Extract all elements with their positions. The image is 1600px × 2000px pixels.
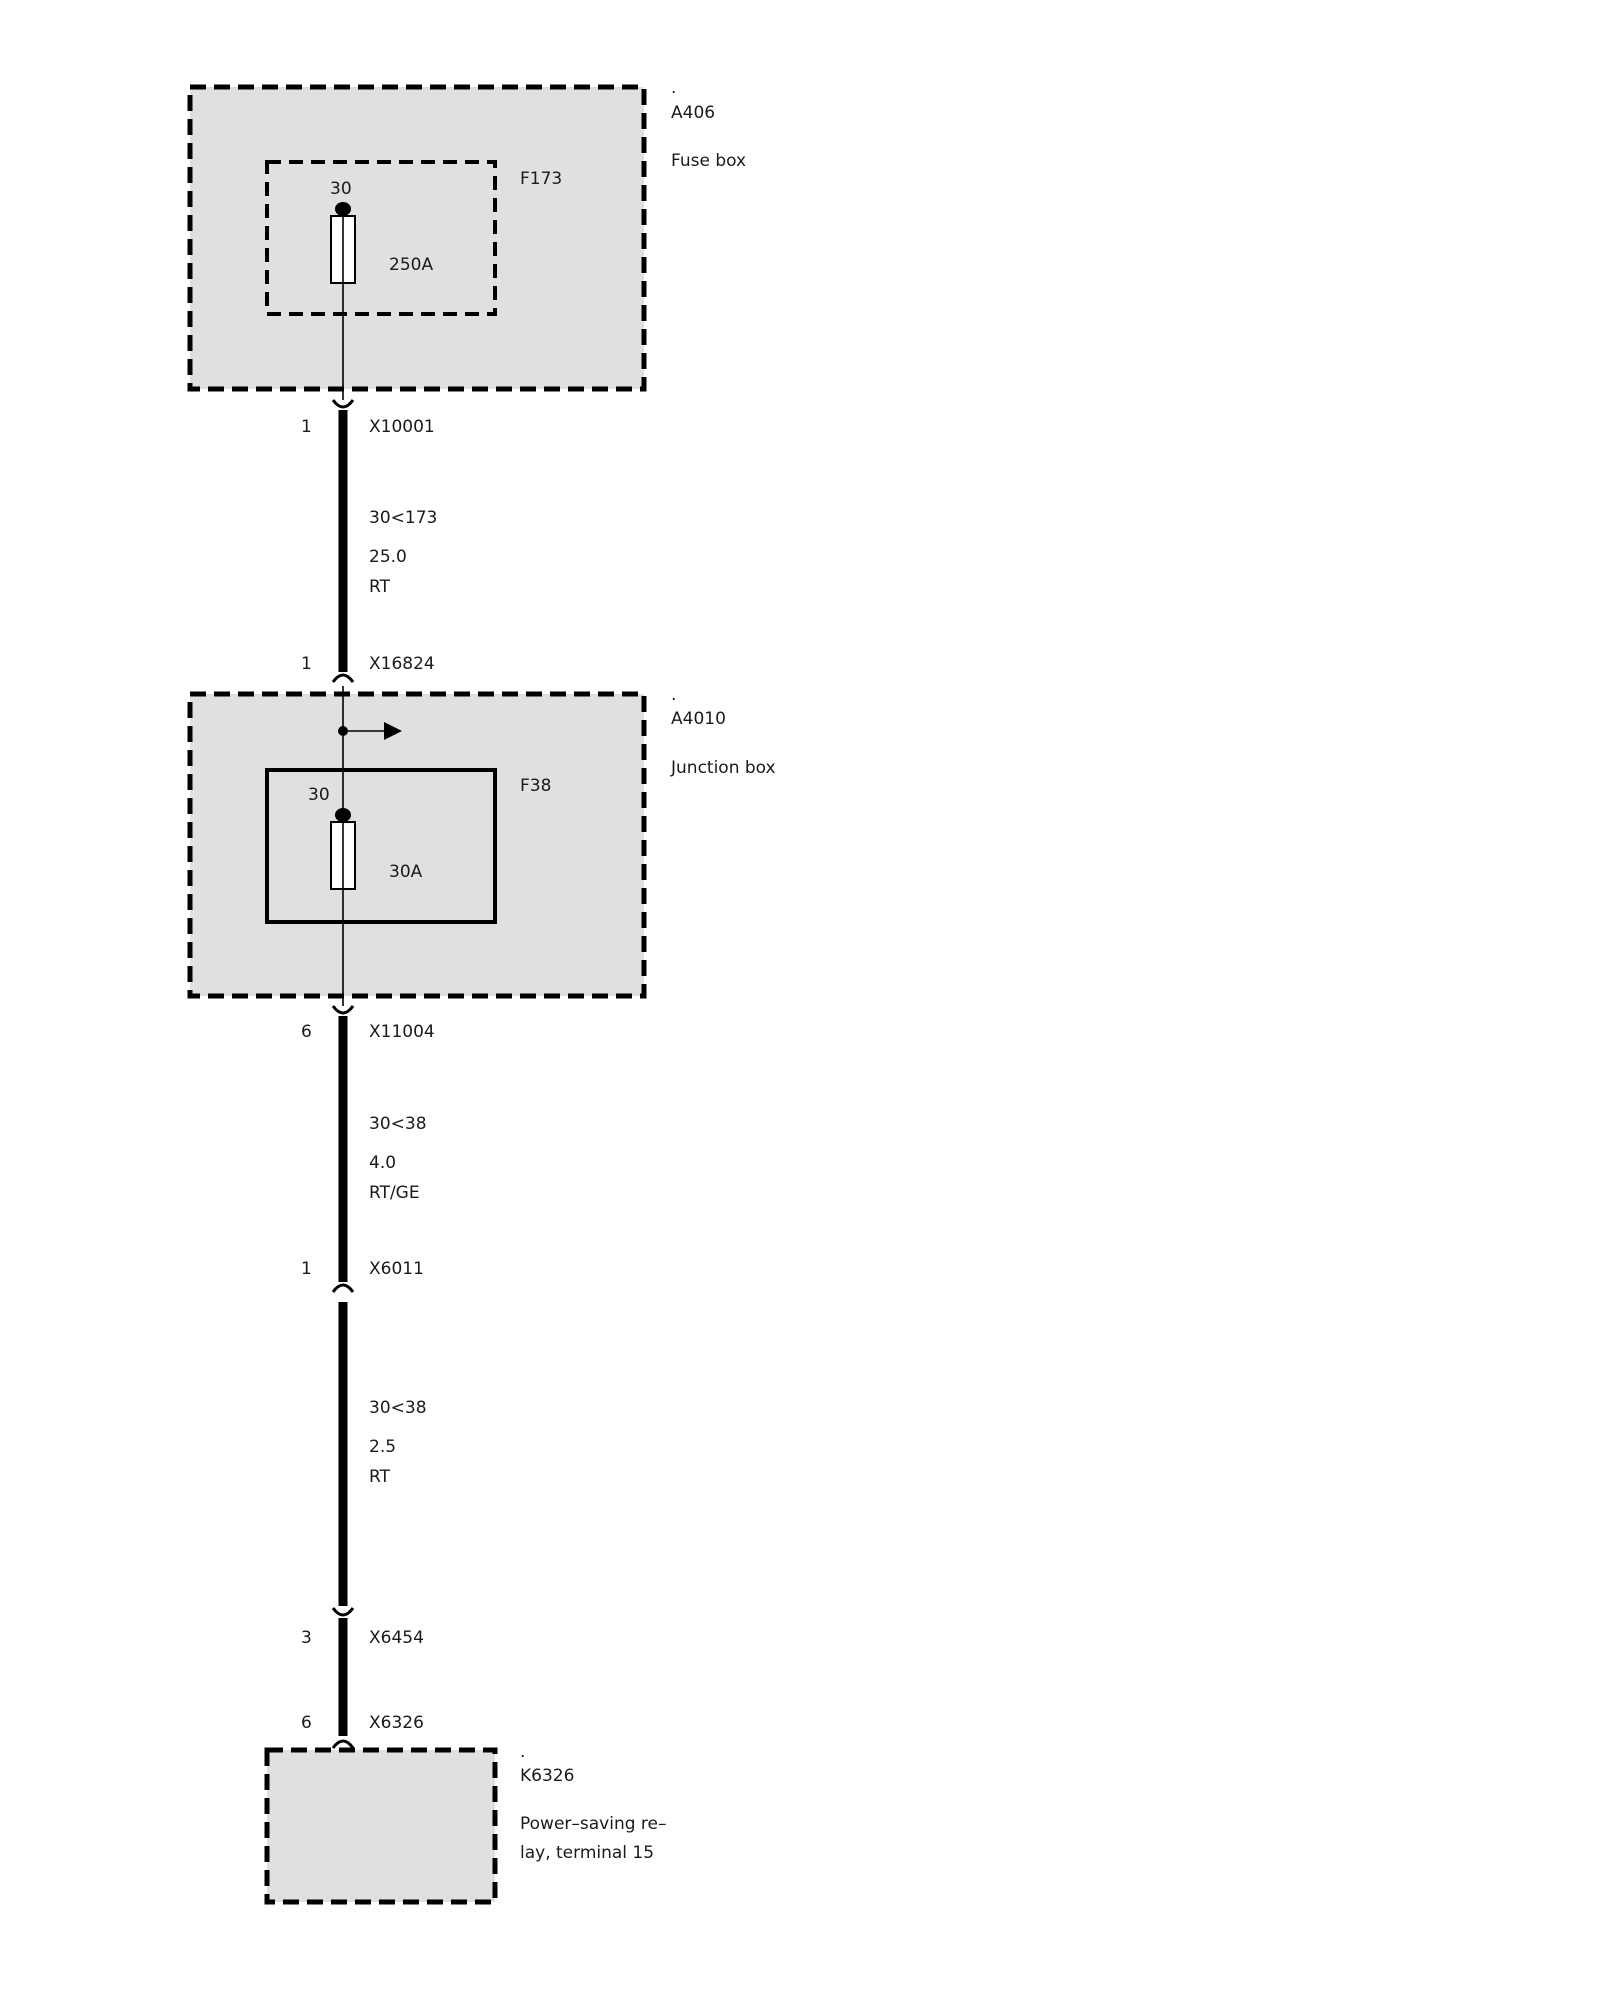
wire-signal: 30<38 bbox=[369, 1114, 427, 1134]
component-name: Junction box bbox=[670, 758, 776, 778]
connector-pin: 6 bbox=[301, 1022, 312, 1042]
connector-id: X16824 bbox=[369, 654, 435, 674]
connector-x16824: 1 X16824 bbox=[301, 654, 435, 683]
component-marker: . bbox=[671, 78, 676, 98]
connector-pin: 3 bbox=[301, 1628, 312, 1648]
fuse-terminal: 30 bbox=[330, 179, 352, 199]
wire-signal: 30<173 bbox=[369, 508, 437, 528]
connector-symbol bbox=[331, 399, 355, 409]
connector-x6454: 3 X6454 bbox=[301, 1607, 424, 1648]
relay-k6326-outline bbox=[264, 1747, 498, 1905]
connector-pin: 1 bbox=[301, 654, 312, 674]
arrow-head bbox=[384, 722, 402, 740]
component-marker: . bbox=[520, 1742, 525, 1762]
branch-arrow bbox=[338, 722, 402, 740]
wire-gauge: 4.0 bbox=[369, 1153, 396, 1173]
component-id: K6326 bbox=[520, 1766, 574, 1786]
connector-symbol bbox=[331, 1607, 355, 1617]
wire-color: RT bbox=[369, 577, 391, 597]
relay-k6326: . K6326 Power–saving re– lay, terminal 1… bbox=[264, 1742, 667, 1905]
fuse-terminal: 30 bbox=[308, 785, 330, 805]
connector-id: X6326 bbox=[369, 1713, 424, 1733]
fuse-f38-symbol bbox=[330, 808, 356, 890]
wire-color: RT/GE bbox=[369, 1183, 420, 1203]
connector-symbol bbox=[331, 1283, 355, 1293]
terminal-dot bbox=[335, 202, 351, 216]
connector-id: X10001 bbox=[369, 417, 435, 437]
wire-gauge: 2.5 bbox=[369, 1437, 396, 1457]
connector-x10001: 1 X10001 bbox=[301, 399, 435, 437]
connector-pin: 6 bbox=[301, 1713, 312, 1733]
connector-id: X6011 bbox=[369, 1259, 424, 1279]
fuse-id: F173 bbox=[520, 169, 562, 189]
fuse-id: F38 bbox=[520, 776, 551, 796]
connector-id: X6454 bbox=[369, 1628, 424, 1648]
fuse-rating: 250A bbox=[389, 255, 433, 275]
fuse-rating: 30A bbox=[389, 862, 423, 882]
component-name: Fuse box bbox=[671, 151, 746, 171]
connector-x6326: 6 X6326 bbox=[301, 1713, 424, 1749]
connector-symbol bbox=[331, 1005, 355, 1015]
connector-pin: 1 bbox=[301, 1259, 312, 1279]
wire-color: RT bbox=[369, 1467, 391, 1487]
component-marker: . bbox=[671, 685, 676, 705]
fuse-f173-symbol bbox=[330, 202, 356, 400]
fuse-f173-housing bbox=[265, 160, 497, 316]
junction-box-a4010: . A4010 Junction box F38 30 30A bbox=[187, 685, 776, 999]
terminal-dot bbox=[335, 808, 351, 822]
fuse-box-a406: . A406 Fuse box F173 30 250A bbox=[187, 78, 746, 392]
wire-gauge: 25.0 bbox=[369, 547, 407, 567]
connector-symbol bbox=[331, 673, 355, 683]
connector-symbol bbox=[331, 1739, 355, 1749]
fuse-f38-housing bbox=[265, 768, 497, 924]
component-name-line1: Power–saving re– bbox=[520, 1814, 667, 1834]
connector-id: X11004 bbox=[369, 1022, 435, 1042]
connector-pin: 1 bbox=[301, 417, 312, 437]
wire-signal: 30<38 bbox=[369, 1398, 427, 1418]
component-name-line2: lay, terminal 15 bbox=[520, 1843, 654, 1863]
connector-x11004: 6 X11004 bbox=[301, 1005, 435, 1042]
component-id: A4010 bbox=[671, 709, 726, 729]
junction-box-a4010-outline bbox=[187, 691, 647, 999]
fuse-box-a406-outline bbox=[187, 84, 647, 392]
connector-x6011: 1 X6011 bbox=[301, 1259, 424, 1293]
component-id: A406 bbox=[671, 103, 715, 123]
